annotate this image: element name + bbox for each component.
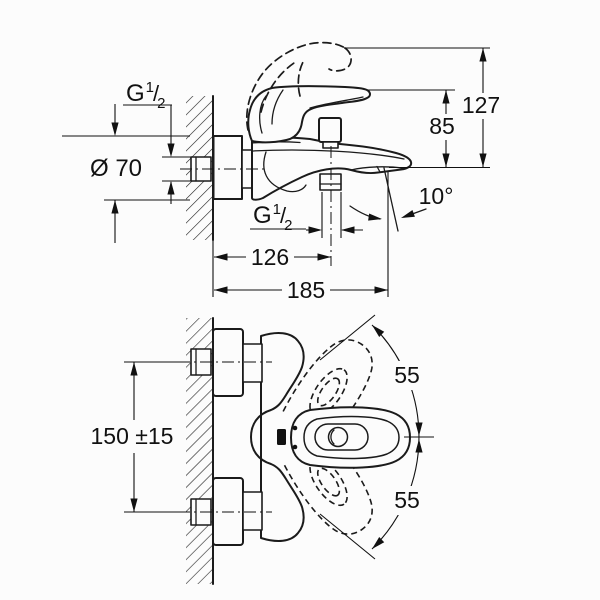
- aerator-tick: [376, 165, 381, 173]
- plan-view: 150 ±15 55 55: [91, 314, 434, 585]
- handle-contour-3: [309, 96, 364, 109]
- label-55-upper: 55: [394, 362, 420, 388]
- lever-handle-side: [247, 85, 371, 144]
- dim-overall-depth: 185: [214, 277, 388, 303]
- side-view: 85 127 Ø 70 G1/2: [62, 41, 503, 303]
- label-127: 127: [462, 92, 500, 118]
- label-thread-bottom: G1/2: [253, 201, 292, 234]
- label-thread-top: G1/2: [126, 79, 165, 112]
- stream-angle-line: [383, 167, 399, 232]
- faucet-body-side: [251, 136, 413, 201]
- label-55-lower: 55: [394, 487, 420, 513]
- label-185: 185: [287, 277, 325, 303]
- s-union-lower: [242, 491, 263, 531]
- escutcheon-side: [212, 135, 243, 200]
- handle-contour-2: [271, 89, 284, 125]
- dim-stream-angle: 10°: [349, 183, 454, 223]
- dim-lever-swing: 55 55: [319, 314, 434, 560]
- label-150: 150 ±15: [91, 423, 174, 449]
- label-126: 126: [251, 244, 289, 270]
- lever-handle-plan: [277, 406, 411, 469]
- label-10-deg: 10°: [419, 183, 454, 209]
- dim-escutcheon-diameter: Ø 70: [90, 104, 142, 243]
- dim-inlet-spacing: 150 ±15: [91, 361, 190, 513]
- label-85: 85: [429, 113, 455, 139]
- body-bowl-curve: [263, 151, 307, 193]
- s-union-upper: [242, 343, 263, 383]
- indicator-dot-cold: [292, 444, 298, 450]
- handle-contour-1: [259, 95, 267, 134]
- lever-handle-raised-dashed: [245, 41, 352, 131]
- faucet-body-plan: [250, 332, 305, 542]
- dim-thread-top: G1/2: [123, 79, 175, 204]
- indicator-dot-hot: [292, 425, 298, 431]
- diverter-knob: [318, 117, 342, 143]
- indicator-bar: [277, 429, 286, 445]
- dim-center-depth: 126: [214, 244, 331, 270]
- dim-spout-height: 85: [427, 90, 459, 167]
- spout-inner-line: [251, 149, 405, 160]
- label-diameter-70: Ø 70: [90, 155, 142, 182]
- dim-thread-bottom: G1/2: [250, 192, 363, 238]
- dim-overall-height: 127: [461, 48, 503, 167]
